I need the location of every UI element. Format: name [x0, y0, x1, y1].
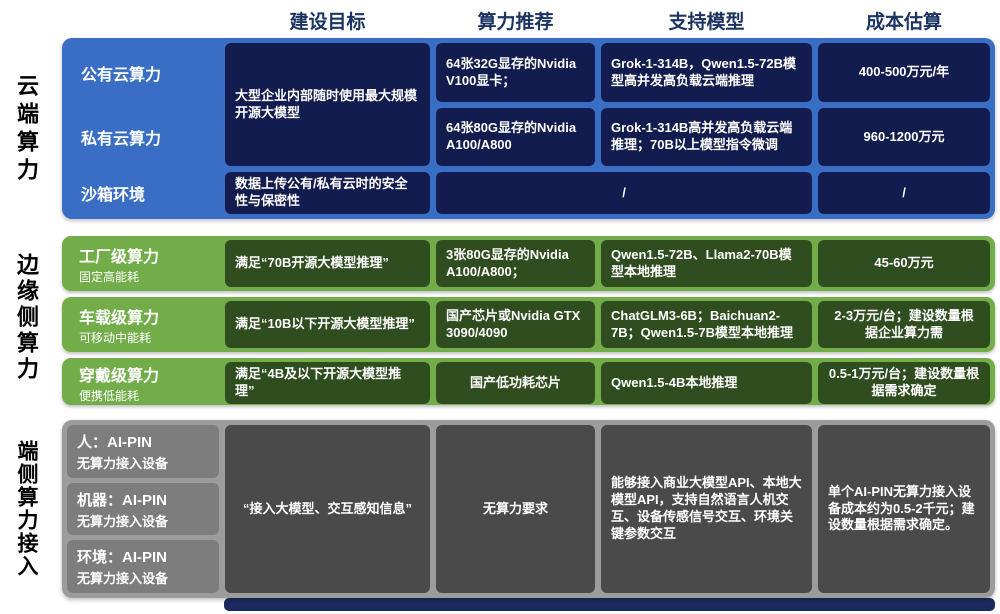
header-compute: 算力推荐 [477, 12, 554, 33]
edge-vehicle-compute-cell: 国产芯片或Nvidia GTX 3090/4090 [436, 301, 595, 348]
device-label-environment: 环境：AI-PIN 无算力接入设备 [67, 540, 219, 594]
edge-factory-goal-cell: 满足“70B开源大模型推理” [225, 240, 430, 287]
device-label-machine-subtitle: 无算力接入设备 [77, 513, 169, 529]
device-label-environment-title: 环境：AI-PIN [77, 549, 168, 567]
cloud-row1-model-cell: Grok-1-314B，Qwen1.5-72B模型高并发高负载云端推理 [601, 43, 812, 102]
cloud-row1-compute-cell: 64张32G显存的Nvidia V100显卡； [436, 43, 595, 102]
device-goal-cell: “接入大模型、交互感知信息” [225, 425, 430, 593]
cloud-row1-cost-cell: 400-500万元/年 [818, 43, 990, 102]
cloud-row2-compute-cell: 64张80G显存的Nvidia A100/A800 [436, 108, 595, 166]
edge-wearable-compute-cell: 国产低功耗芯片 [436, 362, 595, 404]
column-headers: 建设目标 算力推荐 支持模型 成本估算 [62, 7, 995, 34]
device-section: 人：AI-PIN 无算力接入设备 机器：AI-PIN 无算力接入设备 环境：AI… [62, 420, 995, 598]
header-goal: 建设目标 [289, 12, 366, 33]
edge-vehicle-label: 车载级算力 可移动中能耗 [67, 301, 219, 348]
device-label-person-title: 人：AI-PIN [77, 433, 153, 451]
edge-factory-label: 工厂级算力 固定高能耗 [67, 240, 219, 287]
device-labels: 人：AI-PIN 无算力接入设备 机器：AI-PIN 无算力接入设备 环境：AI… [67, 425, 219, 594]
edge-vehicle-goal-cell: 满足“10B以下开源大模型推理” [225, 301, 430, 348]
cloud-section: 公有云算力 私有云算力 沙箱环境 大型企业内部随时使用最大规模开源大模型 64张… [62, 38, 995, 219]
cloud-row2-model-cell: Grok-1-314B高并发高负载云端推理；70B以上模型指令微调 [601, 108, 812, 166]
edge-factory-compute-cell: 3张80G显存的Nvidia A100/A800； [436, 240, 595, 287]
edge-vehicle-title: 车载级算力 [79, 309, 160, 327]
side-label-cloud-text: 云端算力 [14, 74, 39, 186]
device-label-person-subtitle: 无算力接入设备 [77, 455, 169, 471]
cloud-row2-cost-cell: 960-1200万元 [818, 108, 990, 166]
edge-wearable-model-cell: Qwen1.5-4B本地推理 [601, 362, 812, 404]
edge-row-factory: 工厂级算力 固定高能耗 满足“70B开源大模型推理” 3张80G显存的Nvidi… [62, 236, 995, 291]
edge-wearable-cost-cell: 0.5-1万元/台；建设数量根据需求确定 [818, 362, 990, 404]
device-compute-cell: 无算力要求 [436, 425, 595, 593]
edge-wearable-label: 穿戴级算力 便携低能耗 [67, 362, 219, 404]
device-label-machine: 机器：AI-PIN 无算力接入设备 [67, 482, 219, 536]
header-model: 支持模型 [668, 12, 745, 33]
device-label-machine-title: 机器：AI-PIN [77, 491, 168, 509]
side-label-edge: 边缘侧算力 [4, 230, 48, 406]
side-label-device-text: 端侧算力接入 [15, 440, 38, 578]
side-label-device: 端侧算力接入 [4, 418, 48, 600]
cloud-row3-cost-cell: / [818, 172, 990, 214]
edge-vehicle-model-cell: ChatGLM3-6B；Baichuan2-7B；Qwen1.5-7B模型本地推… [601, 301, 812, 348]
side-label-cloud: 云端算力 [4, 40, 48, 220]
edge-row-wearable: 穿戴级算力 便携低能耗 满足“4B及以下开源大模型推理” 国产低功耗芯片 Qwe… [62, 358, 995, 405]
cloud-row2-label: 私有云算力 [81, 131, 162, 148]
edge-factory-subtitle: 固定高能耗 [79, 269, 140, 284]
header-spacer [67, 7, 219, 34]
device-cost-cell: 单个AI-PIN无算力接入设备成本约为0.5-2千元；建设数量根据需求确定。 [818, 425, 990, 593]
bottom-bar [224, 598, 995, 611]
cloud-row3-slash-cell: / [436, 172, 812, 214]
edge-wearable-goal-cell: 满足“4B及以下开源大模型推理” [225, 362, 430, 404]
header-cost: 成本估算 [865, 12, 942, 33]
cloud-row1-label: 公有云算力 [81, 66, 162, 84]
edge-vehicle-cost-cell: 2-3万元/台；建设数量根据企业算力需 [818, 301, 990, 348]
device-label-environment-subtitle: 无算力接入设备 [77, 571, 169, 587]
side-label-edge-text: 边缘侧算力 [14, 253, 39, 383]
edge-row-vehicle: 车载级算力 可移动中能耗 满足“10B以下开源大模型推理” 国产芯片或Nvidi… [62, 297, 995, 352]
cloud-row3-goal-cell: 数据上传公有/私有云时的安全性与保密性 [225, 172, 430, 214]
cloud-goal-merged-cell: 大型企业内部随时使用最大规模开源大模型 [225, 43, 430, 166]
edge-wearable-subtitle: 便携低能耗 [79, 389, 140, 403]
cloud-row3-label: 沙箱环境 [81, 187, 146, 204]
edge-wearable-title: 穿戴级算力 [79, 368, 160, 385]
edge-factory-cost-cell: 45-60万元 [818, 240, 990, 287]
edge-factory-model-cell: Qwen1.5-72B、Llama2-70B模型本地推理 [601, 240, 812, 287]
edge-vehicle-subtitle: 可移动中能耗 [79, 330, 152, 345]
device-model-cell: 能够接入商业大模型API、本地大模型API，支持自然语言人机交互、设备传感信号交… [601, 425, 812, 593]
edge-factory-title: 工厂级算力 [79, 248, 160, 266]
device-label-person: 人：AI-PIN 无算力接入设备 [67, 425, 219, 478]
